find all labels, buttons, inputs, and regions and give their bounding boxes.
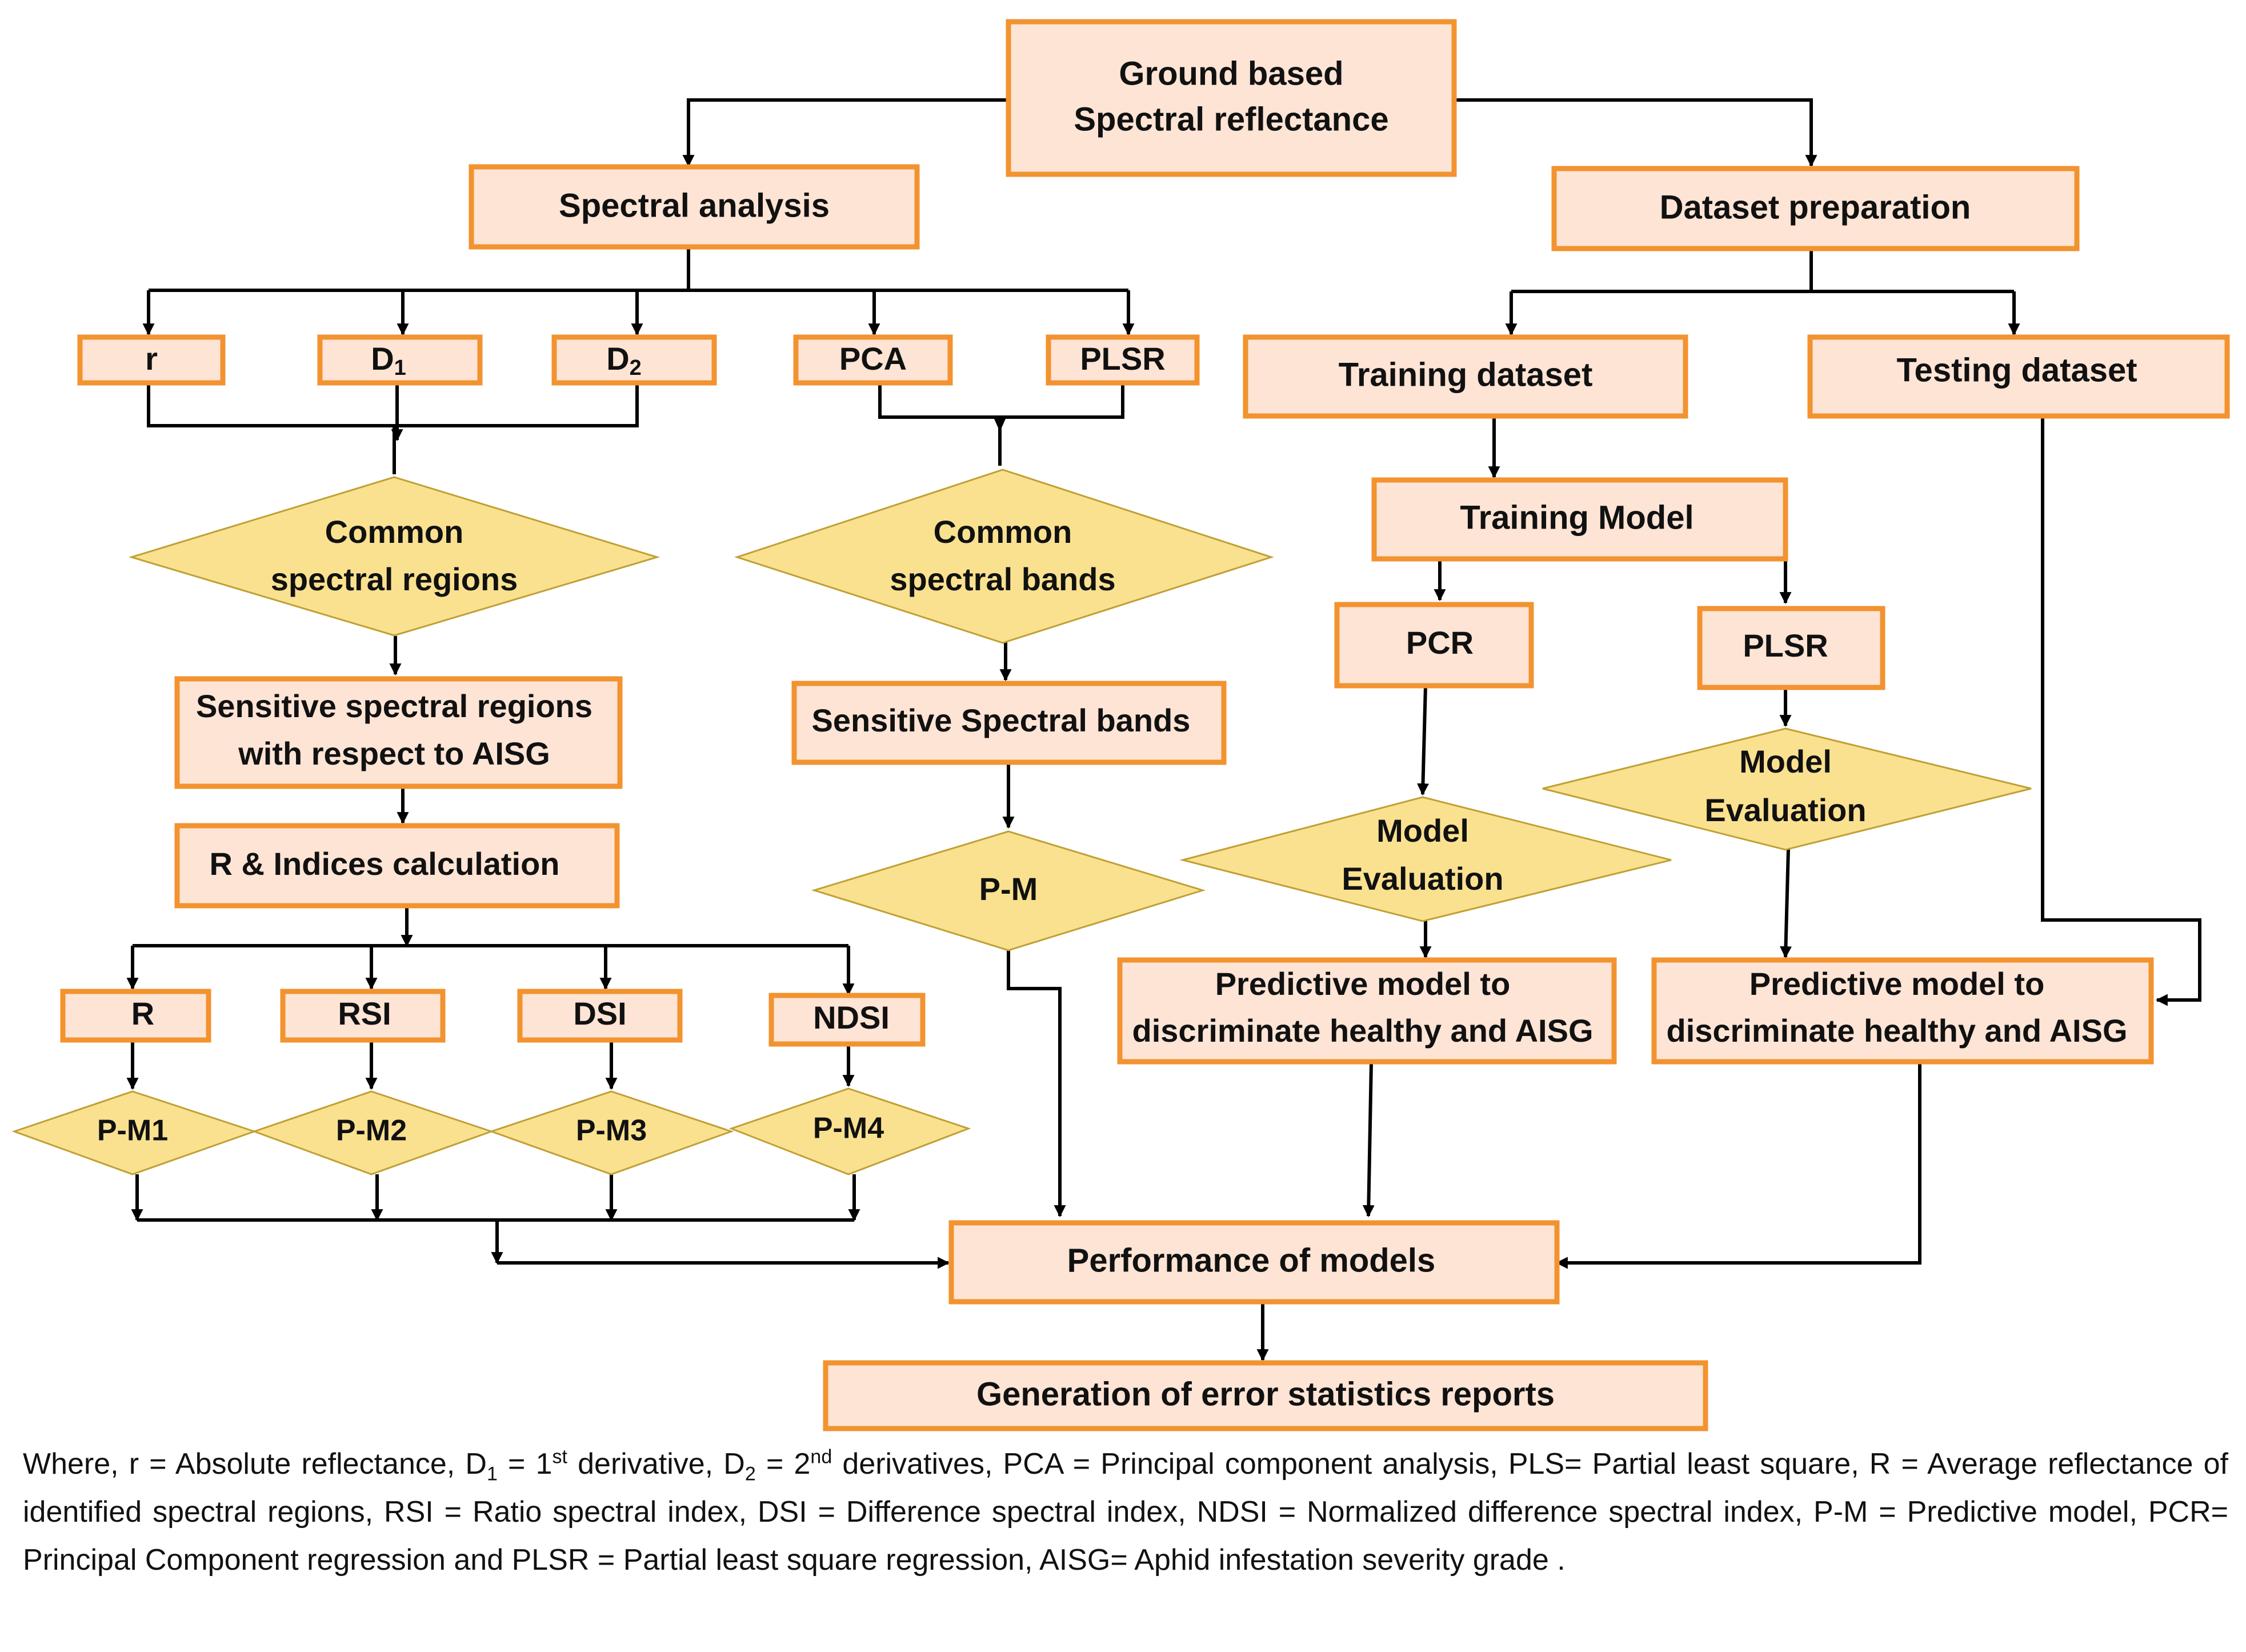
connector-predictive2-to-performance [1555, 1063, 1921, 1269]
brace-notch [994, 416, 1006, 432]
svg-text:spectral regions: spectral regions [271, 561, 518, 597]
svg-text:Generation of error statistics: Generation of error statistics reports [976, 1375, 1555, 1413]
node-pm3: P-M3 [489, 1090, 734, 1175]
connector-ground-to-spectral-analysis [682, 98, 1008, 167]
svg-text:Model: Model [1739, 743, 1832, 779]
svg-text:PCR: PCR [1406, 625, 1474, 661]
svg-text:Dataset preparation: Dataset preparation [1660, 189, 1971, 226]
svg-text:D1: D1 [371, 341, 406, 380]
svg-text:DSI: DSI [573, 995, 626, 1031]
node-pca: PCA [793, 334, 953, 386]
svg-text:Common: Common [325, 514, 464, 550]
brace-r-d1-d2 [147, 384, 639, 427]
node-predictive-model-1: Predictive model to discriminate healthy… [1117, 957, 1617, 1065]
node-spectral-analysis: Spectral analysis [469, 164, 920, 250]
node-d1: D1 [317, 334, 483, 386]
svg-text:Common: Common [934, 514, 1072, 550]
node-pcr: PCR [1334, 602, 1534, 689]
node-DSI: DSI [517, 989, 683, 1043]
figure-caption: Where, r = Absolute reflectance, D1 = 1s… [23, 1446, 2228, 1577]
connector-ground-to-dataset-prep [1454, 98, 1817, 167]
connector-testing-to-predictive [2041, 418, 2201, 1006]
node-sensitive-bands: Sensitive Spectral bands [791, 681, 1227, 765]
svg-text:discriminate healthy and AISG: discriminate healthy and AISG [1132, 1013, 1593, 1049]
svg-text:Evaluation: Evaluation [1342, 861, 1503, 897]
svg-text:with respect to AISG: with respect to AISG [238, 735, 550, 771]
node-performance: Performance of models [948, 1220, 1560, 1305]
node-ground-based: Ground based Spectral reflectance [1006, 19, 1457, 177]
ground-line-2: Spectral reflectance [1074, 101, 1388, 138]
node-model-evaluation-1: Model Evaluation [1179, 796, 1672, 922]
connector-predictive1-to-performance [1362, 1062, 1375, 1218]
node-error-reports: Generation of error statistics reports [823, 1360, 1708, 1431]
svg-text:Spectral analysis: Spectral analysis [559, 187, 830, 224]
connectors [126, 98, 2201, 1362]
node-pm4: P-M4 [728, 1087, 971, 1175]
svg-text:Evaluation: Evaluation [1704, 792, 1866, 828]
svg-text:P-M1: P-M1 [97, 1114, 168, 1147]
node-pm1: P-M1 [11, 1090, 257, 1175]
svg-text:Testing dataset: Testing dataset [1896, 351, 2137, 389]
node-R: R [60, 989, 211, 1043]
ground-line-1: Ground based [1119, 55, 1343, 92]
process-boxes: Ground based Spectral reflectance Spectr… [60, 19, 2230, 1431]
svg-text:P-M4: P-M4 [813, 1112, 884, 1145]
svg-text:PLSR: PLSR [1080, 341, 1165, 377]
svg-text:Training dataset: Training dataset [1339, 356, 1593, 393]
node-pm2: P-M2 [251, 1090, 494, 1175]
node-indices-calculation: R & Indices calculation [174, 823, 620, 909]
node-r: r [77, 334, 226, 386]
svg-text:Sensitive spectral regions: Sensitive spectral regions [196, 688, 592, 724]
svg-text:r: r [145, 341, 158, 377]
connector-pcr-to-eval [1417, 685, 1429, 796]
svg-text:RSI: RSI [338, 995, 391, 1031]
node-plsr-model: PLSR [1697, 606, 1885, 690]
node-model-evaluation-2: Model Evaluation [1542, 727, 2032, 851]
svg-text:PLSR: PLSR [1743, 627, 1828, 663]
svg-text:discriminate healthy and AISG: discriminate healthy and AISG [1666, 1013, 2127, 1049]
node-predictive-model-2: Predictive model to discriminate healthy… [1651, 957, 2154, 1065]
node-d2: D2 [551, 334, 717, 386]
node-common-spectral-regions: Common spectral regions [128, 476, 660, 637]
node-testing-dataset: Testing dataset [1807, 334, 2230, 419]
node-dataset-preparation: Dataset preparation [1551, 166, 2080, 251]
svg-text:Model: Model [1376, 813, 1469, 849]
svg-text:Training Model: Training Model [1460, 499, 1693, 536]
svg-text:P-M: P-M [979, 871, 1038, 907]
svg-text:NDSI: NDSI [813, 999, 890, 1035]
svg-text:Predictive model to: Predictive model to [1215, 966, 1511, 1002]
svg-text:R & Indices calculation: R & Indices calculation [209, 846, 559, 882]
svg-text:PCA: PCA [839, 341, 907, 377]
node-RSI: RSI [280, 989, 446, 1043]
svg-text:P-M3: P-M3 [576, 1114, 647, 1147]
svg-text:Predictive model to: Predictive model to [1749, 966, 2045, 1002]
svg-text:Performance of models: Performance of models [1067, 1242, 1436, 1279]
svg-text:R: R [131, 995, 154, 1031]
svg-text:spectral bands: spectral bands [890, 561, 1115, 597]
svg-text:D2: D2 [606, 341, 642, 380]
svg-text:Sensitive Spectral bands: Sensitive Spectral bands [812, 702, 1191, 738]
node-sensitive-regions: Sensitive spectral regions with respect … [174, 676, 623, 789]
connector-pm-to-performance [1007, 950, 1066, 1218]
node-common-spectral-bands: Common spectral bands [734, 469, 1274, 644]
svg-text:P-M2: P-M2 [336, 1114, 407, 1147]
node-training-dataset: Training dataset [1243, 334, 1688, 419]
node-pm: P-M [811, 830, 1206, 951]
node-training-model: Training Model [1371, 477, 1788, 562]
brace-pca-plsr [878, 384, 1124, 419]
decision-diamonds: Common spectral regions Common spectral … [11, 469, 2032, 1175]
connector-eval2-to-predictive [1780, 848, 1792, 959]
node-plsr-top: PLSR [1046, 334, 1200, 386]
node-NDSI: NDSI [768, 993, 926, 1047]
